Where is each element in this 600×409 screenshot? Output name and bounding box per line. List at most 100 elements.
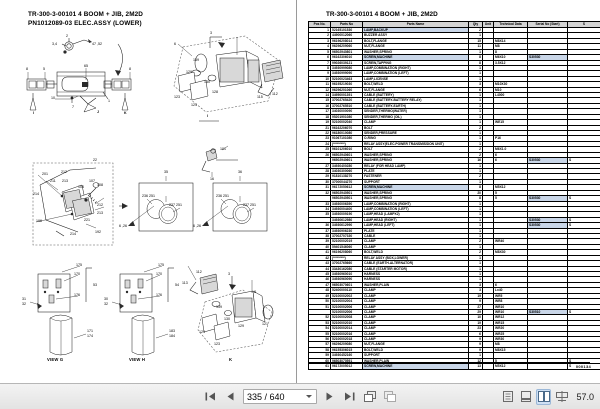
diagram-group-view-h [111,265,174,356]
callout-3-tr: 3 [210,31,212,35]
callout-183: 183 [169,329,175,333]
callout-8b: 8 [254,290,256,294]
callout-53: 53 [93,283,97,287]
callout-174: 174 [87,334,93,338]
drawing-page: TR-300-3-00101 4 BOOM + JIB, 2M2D PN1012… [0,0,297,383]
callout-176: 176 [74,293,80,297]
exploded-diagram [26,35,284,356]
diagram-group-lamp-box [173,35,284,177]
callout-31: 31 [22,297,26,301]
diagram-group-headlamp [32,162,128,246]
callout-129b: 129 [238,324,244,328]
callout-130: 130 [204,80,210,84]
callout-22: 22 [93,158,97,162]
callout-8-l: 8 [26,67,28,71]
viewer-toolbar: 57.0 [0,383,600,409]
callout-106: 106 [78,185,84,189]
callout-175b: 175 [158,263,164,267]
view-label-k: K [229,357,233,362]
callout-107: 107 [89,179,95,183]
callout-170: 170 [74,272,80,276]
page-footer-number: 000134 [575,364,591,369]
callout-5: 5 [43,67,45,71]
callout-113: 113 [182,281,188,285]
callout-65: 65 [84,64,88,68]
single-page-view-button[interactable] [500,389,515,405]
callout-236-251: 236 251 [142,194,155,198]
callout-7: 7 [72,105,74,109]
diagram-group-view-k [187,265,274,353]
view-mode-group: 57.0 [500,388,594,405]
callout-6-26a: 6 ,26 [119,224,127,228]
callout-130b: 130 [224,317,230,321]
callout-10: 10 [51,96,55,100]
callout-123b: 123 [214,342,220,346]
callout-129: 129 [186,70,192,74]
previous-page-button[interactable] [223,389,238,405]
parts-table: Pos No. Parts No Parts Name Qty Unit Tec… [308,21,600,370]
cell-ser [527,363,568,370]
last-page-button[interactable] [342,389,357,405]
callout-3b: 3 [228,272,230,276]
callout-112: 112 [272,92,278,96]
callout-237-251b: 237 251 [243,203,256,207]
next-page-button[interactable] [322,389,337,405]
open-new-window-button[interactable] [362,389,377,405]
two-page-view-button[interactable] [536,388,552,405]
callout-1: 1 [108,99,110,103]
callout-121: 121 [262,322,268,326]
view-label-g: VIEW G [47,357,64,362]
page-canvas[interactable]: TR-300-3-00101 4 BOOM + JIB, 2M2D PN1012… [0,0,600,383]
callout-47-52: 47 ,52 [92,42,102,46]
callout-32b: 32 [104,302,108,306]
callout-213b: 213 [97,211,103,215]
book-view-button[interactable] [554,389,569,405]
callout-139: 139 [193,58,199,62]
callout-184: 184 [169,334,175,338]
chevron-down-icon[interactable] [306,395,312,398]
cell-part: 96172005012 [330,363,363,370]
cell-qty: 13 [468,363,483,370]
callout-8-r: 8 [129,67,131,71]
callout-101: 101 [220,147,226,151]
close-window-button[interactable] [382,389,397,405]
callout-213: 213 [62,179,68,183]
callout-221: 221 [84,218,90,222]
first-page-button[interactable] [203,389,218,405]
page-number-box[interactable] [243,389,317,404]
drawing-title-line1: TR-300-3-00101 4 BOOM + JIB, 2M2D [28,11,144,18]
callout-214b: 214 [70,232,76,236]
cell-name: SCREW,MACHINE [362,363,469,370]
cell-pos: 61 [308,363,331,370]
callout-30: 30 [104,297,108,301]
callout-170b: 170 [156,272,162,276]
callout-139b: 139 [216,305,222,309]
callout-171: 171 [87,329,93,333]
callout-176b: 176 [156,293,162,297]
page-number-input[interactable] [247,390,303,403]
diagram-group-chassis [26,38,132,113]
callout-123: 123 [174,95,180,99]
continuous-view-button[interactable] [518,389,533,405]
parts-list-page: TR-300-3-00101 4 BOOM + JIB, 2M2D Pos No… [298,0,600,383]
callout-115: 115 [257,95,263,99]
callout-36: 36 [238,170,242,174]
callout-212: 212 [61,170,67,174]
callout-3-4: 3,4 [52,42,57,46]
callout-211: 211 [50,179,56,183]
callout-196: 196 [36,219,42,223]
drawing-title-block: TR-300-3-00101 4 BOOM + JIB, 2M2D PN1012… [28,10,143,28]
